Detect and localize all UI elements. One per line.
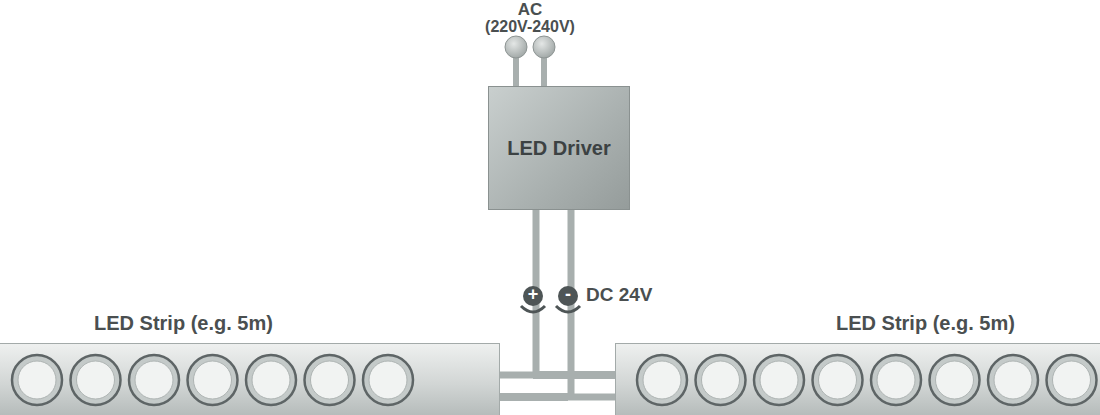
led-lens xyxy=(643,361,681,399)
led xyxy=(246,355,296,405)
led-lens xyxy=(252,361,290,399)
bus-wire xyxy=(533,371,615,379)
led-lens xyxy=(819,361,857,399)
led xyxy=(930,355,980,405)
led-lens xyxy=(311,361,349,399)
led-lens xyxy=(1053,361,1091,399)
led-lens xyxy=(18,361,56,399)
led-strip: LED Strip (e.g. 5m) xyxy=(0,343,500,415)
polarity-sign: - xyxy=(565,284,571,305)
supply-label: AC xyxy=(518,0,543,20)
led xyxy=(871,355,921,405)
ac-plug xyxy=(533,36,555,58)
led-row xyxy=(0,344,501,415)
led xyxy=(71,355,121,405)
terminal-clip xyxy=(556,306,580,312)
led xyxy=(305,355,355,405)
led-lens xyxy=(77,361,115,399)
led xyxy=(188,355,238,405)
led-lens xyxy=(194,361,232,399)
led-lens xyxy=(994,361,1032,399)
strip-heading: LED Strip (e.g. 5m) xyxy=(94,312,273,335)
led xyxy=(637,355,687,405)
terminal-clip xyxy=(521,306,545,312)
led-row xyxy=(616,344,1100,415)
led xyxy=(1047,355,1097,405)
led-lens xyxy=(369,361,407,399)
bus-wire xyxy=(500,393,568,401)
led-strip: LED Strip (e.g. 5m) xyxy=(615,343,1100,415)
led xyxy=(129,355,179,405)
supply-label: (220V-240V) xyxy=(485,18,575,36)
led-lens xyxy=(760,361,798,399)
ac-plug xyxy=(505,36,527,58)
polarity-sign: + xyxy=(528,284,539,305)
driver-box: LED Driver xyxy=(488,86,630,210)
driver-label: LED Driver xyxy=(507,137,610,160)
led xyxy=(988,355,1038,405)
led xyxy=(696,355,746,405)
led xyxy=(12,355,62,405)
led xyxy=(813,355,863,405)
led-lens xyxy=(936,361,974,399)
led-lens xyxy=(702,361,740,399)
strip-heading: LED Strip (e.g. 5m) xyxy=(836,312,1015,335)
led xyxy=(754,355,804,405)
led-lens xyxy=(877,361,915,399)
output-label: DC 24V xyxy=(586,284,653,306)
led-lens xyxy=(135,361,173,399)
led xyxy=(363,355,413,405)
